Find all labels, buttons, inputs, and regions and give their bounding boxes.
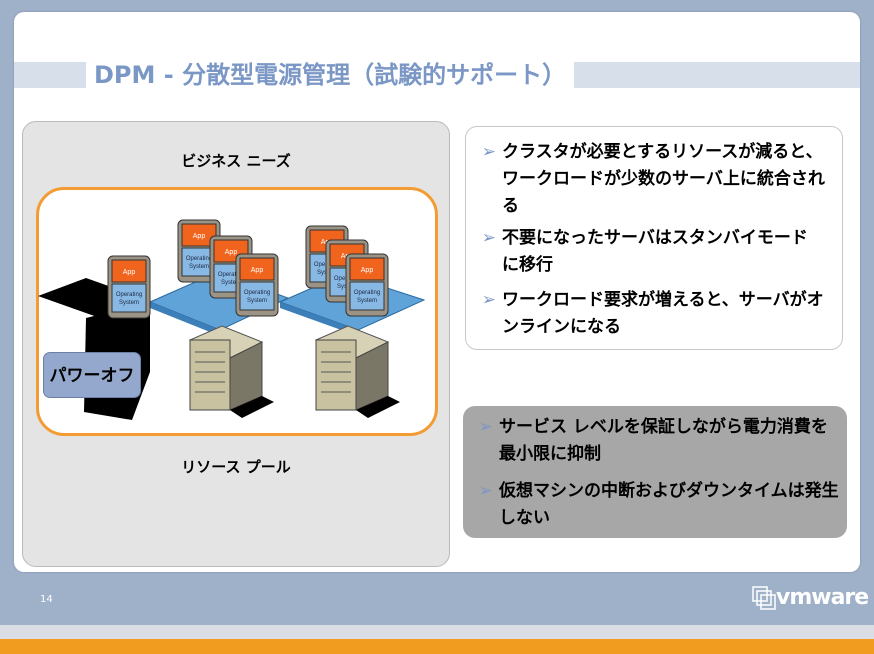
bullet-item: ➢ クラスタが必要とするリソースが減ると、ワークロードが少数のサーバ上に統合され… (466, 139, 832, 220)
platform-1-edge (150, 302, 220, 336)
vm-os-label: System (189, 264, 209, 270)
bullet-text: クラスタが必要とするリソースが減ると、ワークロードが少数のサーバ上に統合される (502, 142, 825, 216)
power-off-label: パワーオフ (43, 352, 141, 398)
vm-os-label: Operating (244, 290, 270, 296)
bullet-text: サービス レベルを保証しながら電力消費を最小限に抑制 (499, 417, 828, 464)
bullet-text: ワークロード要求が増えると、サーバがオンラインになる (502, 290, 824, 337)
vm-os-label: System (357, 298, 377, 304)
bullet-item: ➢ ワークロード要求が増えると、サーバがオンラインになる (466, 287, 832, 341)
bullet-item: ➢ サービス レベルを保証しながら電力消費を最小限に抑制 (463, 414, 839, 468)
bullet-box-bottom: ➢ サービス レベルを保証しながら電力消費を最小限に抑制 ➢ 仮想マシンの中断お… (463, 406, 847, 538)
vm-os-label: System (247, 298, 267, 304)
bullet-text: 不要になったサーバはスタンバイモードに移行 (502, 228, 808, 275)
vm-app-label: App (251, 267, 264, 274)
bullet-item: ➢ 不要になったサーバはスタンバイモードに移行 (466, 225, 822, 279)
bullet-arrow-icon: ➢ (478, 417, 493, 437)
page-number: 14 (40, 594, 53, 605)
bullet-arrow-icon: ➢ (481, 142, 496, 162)
bullet-arrow-icon: ➢ (478, 481, 493, 501)
vm-os-label: Operating (354, 290, 380, 296)
vm-app-label: App (123, 269, 136, 276)
vm-os-label: Operating (218, 272, 244, 278)
server-tower-1 (188, 325, 274, 418)
vmware-logo-icon (752, 585, 776, 610)
vm-app-label: App (193, 233, 206, 240)
footer-bar-orange (0, 639, 874, 654)
server-tower-2 (314, 325, 400, 418)
vm-os-label: System (119, 300, 139, 306)
footer-bar-gray (0, 625, 874, 639)
platform-2-edge (280, 302, 358, 336)
vm-os-label: System (221, 280, 241, 286)
bullet-box-top: ➢ クラスタが必要とするリソースが減ると、ワークロードが少数のサーバ上に統合され… (465, 126, 843, 350)
bullet-text: 仮想マシンの中断およびダウンタイムは発生しない (499, 481, 839, 528)
vmware-logo-text: vmware (776, 585, 869, 610)
bullet-arrow-icon: ➢ (481, 228, 496, 248)
bullet-item: ➢ 仮想マシンの中断およびダウンタイムは発生しない (463, 478, 839, 532)
vmware-logo: vmware (752, 585, 869, 610)
bullet-arrow-icon: ➢ (481, 290, 496, 310)
vm-app-label: App (361, 267, 374, 274)
business-needs-label: ビジネス ニーズ (181, 152, 291, 170)
vm-app-label: App (225, 249, 238, 256)
resource-pool-label: リソース プール (181, 458, 291, 476)
vm-os-label: Operating (116, 292, 142, 298)
slide-title: DPM - 分散型電源管理（試験的サポート） (86, 58, 575, 92)
vm-os-label: Operating (186, 256, 212, 262)
